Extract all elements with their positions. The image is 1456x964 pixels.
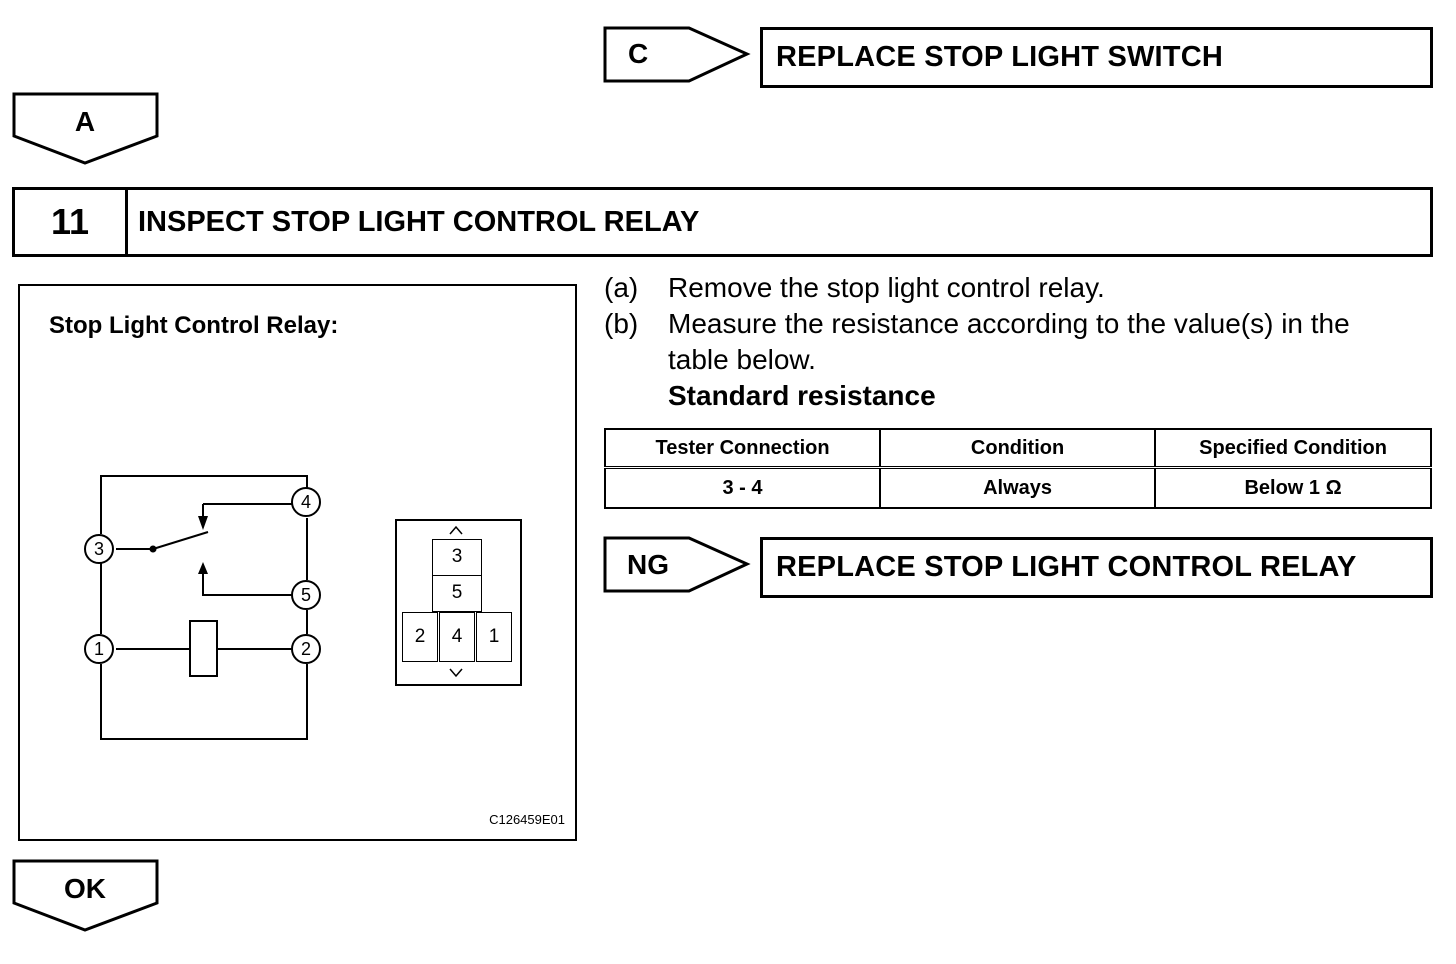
flow-c-action: REPLACE STOP LIGHT SWITCH [776, 41, 1224, 73]
terminal-5: 5 [291, 580, 321, 610]
flow-ok-arrow [12, 859, 159, 932]
header-condition: Condition [879, 428, 1157, 469]
pin-4: 4 [439, 612, 475, 662]
pin-4-label: 4 [451, 626, 463, 647]
relay-connector: 3 5 2 4 1 [395, 519, 522, 686]
figure-code: C126459E01 [489, 812, 565, 827]
terminal-2-label: 2 [300, 639, 311, 659]
flow-a-arrow [12, 92, 159, 165]
instruction-b: (b) Measure the resistance according to … [604, 306, 1434, 378]
flow-ok-label: OK [64, 873, 106, 904]
terminal-4: 4 [291, 487, 321, 517]
header-specified-condition: Specified Condition [1154, 428, 1432, 469]
pin-3-label: 3 [451, 546, 463, 567]
connector-key-icon [449, 525, 463, 678]
terminal-1-label: 1 [93, 639, 104, 659]
table-row: 3 - 4 Always Below 1 Ω [603, 466, 1432, 509]
replace-stop-light-switch-box: REPLACE STOP LIGHT SWITCH [760, 27, 1433, 88]
flow-ng-action: REPLACE STOP LIGHT CONTROL RELAY [776, 551, 1357, 583]
table-header-row: Tester Connection Condition Specified Co… [603, 428, 1432, 469]
instruction-b-text-line1: Measure the resistance according to the … [668, 308, 1350, 339]
flow-c-arrow [603, 26, 751, 83]
replace-relay-box: REPLACE STOP LIGHT CONTROL RELAY [760, 537, 1433, 598]
terminal-5-label: 5 [300, 585, 311, 605]
terminal-3: 3 [84, 534, 114, 564]
pin-1: 1 [476, 612, 512, 662]
instruction-a-text: Remove the stop light control relay. [668, 272, 1105, 303]
instruction-b-text-line2: table below. [668, 344, 816, 375]
standard-heading: Standard resistance [668, 380, 936, 411]
cell-condition: Always [879, 466, 1157, 509]
cell-tester-connection: 3 - 4 [603, 466, 882, 509]
flow-ng-label: NG [627, 549, 669, 580]
pin-1-label: 1 [488, 626, 500, 647]
terminal-1: 1 [84, 634, 114, 664]
step-number: 11 [15, 190, 128, 254]
relay-figure: Stop Light Control Relay: 3 [18, 284, 577, 841]
standard-resistance-table: Tester Connection Condition Specified Co… [603, 428, 1432, 509]
terminal-2: 2 [291, 634, 321, 664]
pin-2: 2 [402, 612, 438, 662]
figure-title: Stop Light Control Relay: [49, 312, 339, 339]
step-header: 11 INSPECT STOP LIGHT CONTROL RELAY [12, 187, 1433, 257]
pin-2-label: 2 [414, 626, 426, 647]
terminal-3-label: 3 [93, 539, 104, 559]
terminal-4-label: 4 [300, 492, 311, 512]
instruction-a: (a) Remove the stop light control relay. [604, 270, 1434, 306]
instruction-a-label: (a) [604, 272, 639, 303]
flow-ng-arrow [603, 536, 751, 593]
flow-a-label: A [74, 106, 96, 137]
pin-3: 3 [432, 539, 482, 576]
step-title: INSPECT STOP LIGHT CONTROL RELAY [138, 205, 700, 238]
cell-specified-condition: Below 1 Ω [1154, 466, 1432, 509]
pin-5: 5 [432, 576, 482, 612]
instruction-b-label: (b) [604, 308, 639, 339]
pin-5-label: 5 [451, 582, 463, 603]
header-tester-connection: Tester Connection [603, 428, 882, 469]
flow-c-label: C [628, 38, 649, 69]
